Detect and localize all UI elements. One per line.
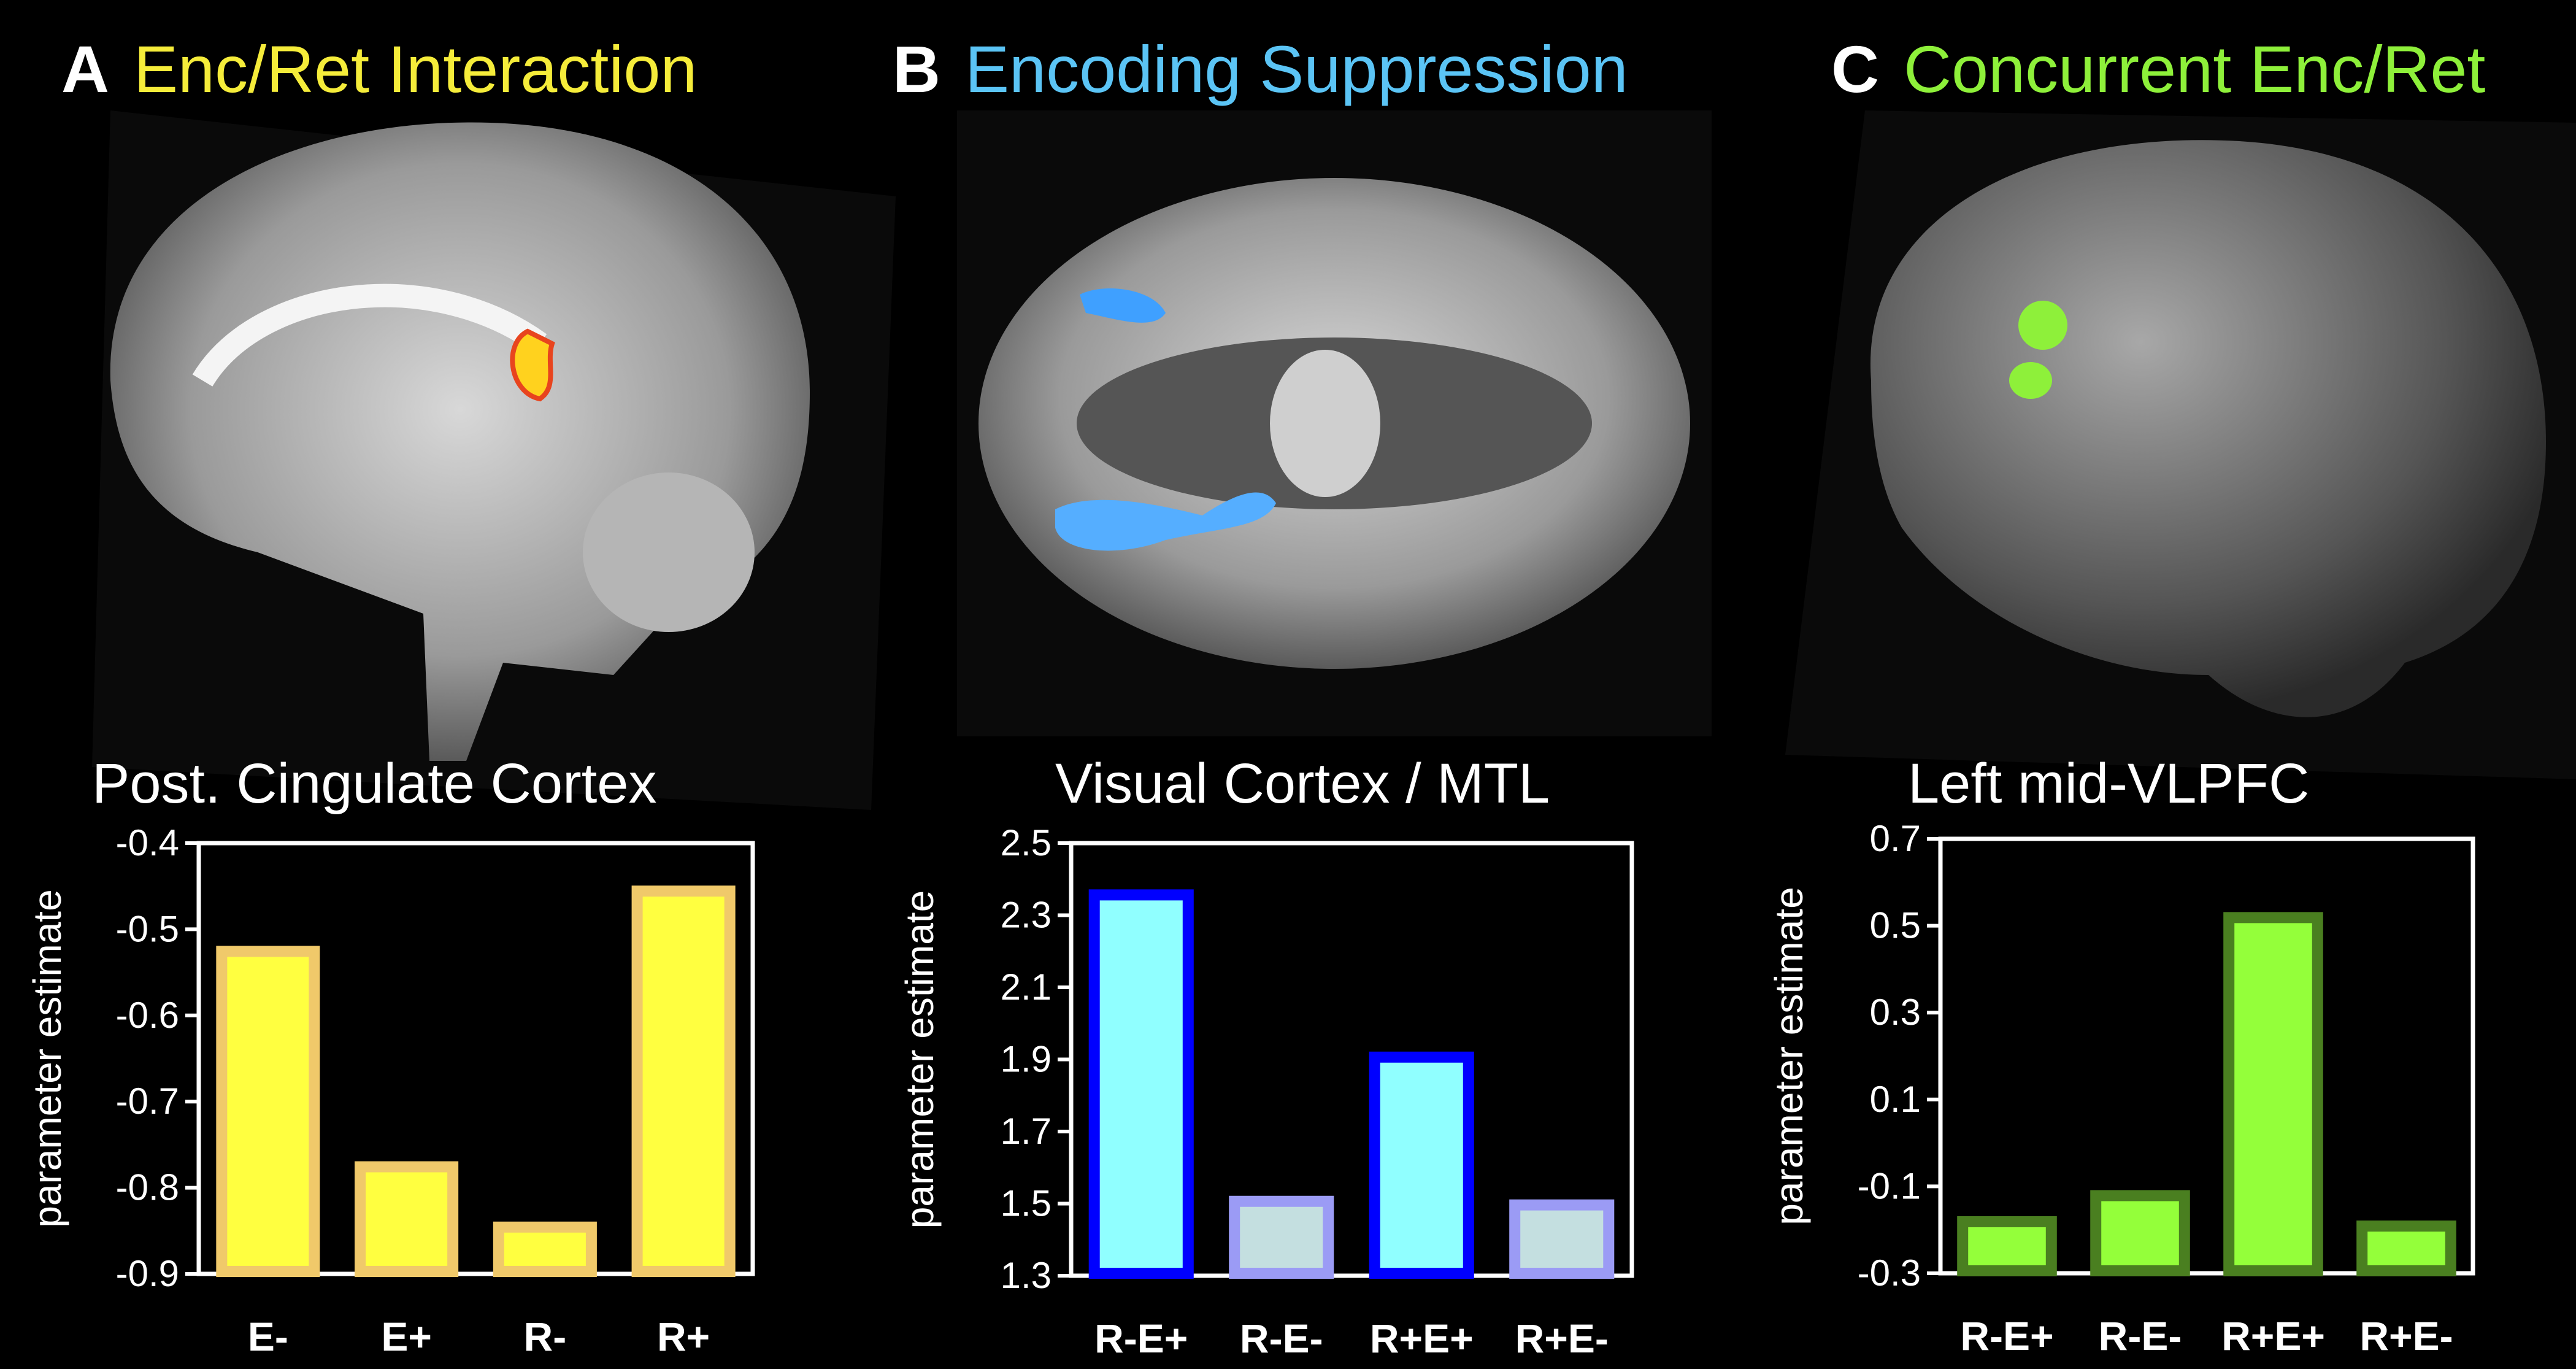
bar-R-E+ <box>1957 1216 2057 1276</box>
plot-frame <box>196 841 755 1276</box>
bar-R+ <box>631 885 736 1277</box>
x-tick-label: R+E- <box>2359 1313 2453 1359</box>
chart-title-vlpfc: Left mid-VLPFC <box>1908 752 2310 815</box>
y-tick-label: -0.3 <box>1858 1252 1921 1294</box>
activation-cluster-vlpfc-upper <box>2018 301 2067 350</box>
x-tick-label: R+ <box>657 1314 710 1359</box>
bar-R-E+ <box>1088 889 1194 1279</box>
y-tick-label: 0.1 <box>1870 1079 1921 1120</box>
chart-title-visual: Visual Cortex / MTL <box>1055 752 1550 815</box>
sagittal-brain-image <box>92 110 896 810</box>
panel-a-heading: A Enc/Ret Interaction <box>61 31 697 107</box>
x-tick-label: R-E+ <box>1094 1316 1188 1361</box>
y-tick-label: -0.7 <box>116 1081 179 1122</box>
plot-frame <box>1938 836 2475 1276</box>
x-tick-label: R+E+ <box>1370 1316 1474 1361</box>
x-tick-label: R-E+ <box>1960 1313 2053 1359</box>
y-axis-label: parameter estimate <box>25 889 69 1227</box>
y-tick-label: 0.7 <box>1870 818 1921 859</box>
activation-cluster-mtl <box>1055 492 1276 551</box>
y-tick-label: 2.3 <box>1001 895 1052 936</box>
y-tick-label: -0.9 <box>116 1253 179 1294</box>
x-tick-label: E+ <box>381 1314 432 1359</box>
y-tick-label: -0.1 <box>1858 1165 1921 1206</box>
bar-chart-1: 2.5 2.3 2.1 1.9 1.7 1.5 1.3 parameter estimateR… <box>898 822 1634 1361</box>
y-tick-label: 0.5 <box>1870 905 1921 946</box>
activation-cluster-vlpfc-lower <box>2009 362 2052 399</box>
x-tick-label: R+E+ <box>2221 1313 2325 1359</box>
y-tick-label: 1.5 <box>1001 1183 1052 1224</box>
y-axis-label: parameter estimate <box>1767 887 1811 1225</box>
bar-R+E+ <box>2223 912 2323 1276</box>
bar-R-E- <box>2090 1190 2190 1276</box>
axial-brain-image <box>957 110 1712 736</box>
bar-chart-0: -0.4 -0.5 -0.6 -0.7 -0.8 -0.9 parameter estima… <box>25 822 755 1359</box>
y-axis-label: parameter estimate <box>898 890 942 1228</box>
x-tick-label: R-E- <box>1240 1316 1323 1361</box>
bar-R+E- <box>2356 1221 2456 1277</box>
bar-R-E- <box>1229 1195 1334 1279</box>
y-tick-label: -0.5 <box>116 908 179 949</box>
panel-letter: C <box>1831 32 1879 106</box>
chart-title-pcc: Post. Cingulate Cortex <box>92 752 657 815</box>
bar-E- <box>216 946 320 1277</box>
y-tick-label: 2.1 <box>1001 966 1052 1008</box>
y-tick-label: 1.7 <box>1001 1111 1052 1152</box>
panel-c-heading: C Concurrent Enc/Ret <box>1831 31 2485 107</box>
bar-E+ <box>355 1161 459 1277</box>
lateral-brain-render <box>1785 110 2576 779</box>
panel-letter: A <box>61 32 109 106</box>
panel-b-heading: B Encoding Suppression <box>893 31 1628 107</box>
x-tick-label: E- <box>248 1314 288 1359</box>
panel-title: Enc/Ret Interaction <box>134 32 698 106</box>
x-tick-label: R-E- <box>2099 1313 2182 1359</box>
y-tick-label: 1.3 <box>1001 1255 1052 1296</box>
bar-R+E+ <box>1369 1051 1474 1279</box>
bar-R- <box>493 1221 597 1278</box>
activation-cluster-pcc <box>510 328 555 402</box>
panel-title: Concurrent Enc/Ret <box>1904 32 2486 106</box>
x-tick-label: R+E- <box>1515 1316 1609 1361</box>
panel-title: Encoding Suppression <box>965 32 1628 106</box>
panel-letter: B <box>893 32 940 106</box>
y-tick-label: 0.3 <box>1870 992 1921 1033</box>
y-tick-label: 2.5 <box>1001 822 1052 863</box>
activation-cluster-visual-upper <box>1080 288 1166 323</box>
y-tick-label: 1.9 <box>1001 1039 1052 1080</box>
x-tick-label: R- <box>524 1314 567 1359</box>
y-tick-label: -0.4 <box>116 822 179 863</box>
y-tick-label: -0.6 <box>116 995 179 1036</box>
bar-R+E- <box>1509 1199 1615 1279</box>
y-tick-label: -0.8 <box>116 1167 179 1208</box>
bar-chart-2: 0.7 0.5 0.3 0.1 -0.1 -0.3 parameter estimateR-… <box>1767 818 2475 1359</box>
